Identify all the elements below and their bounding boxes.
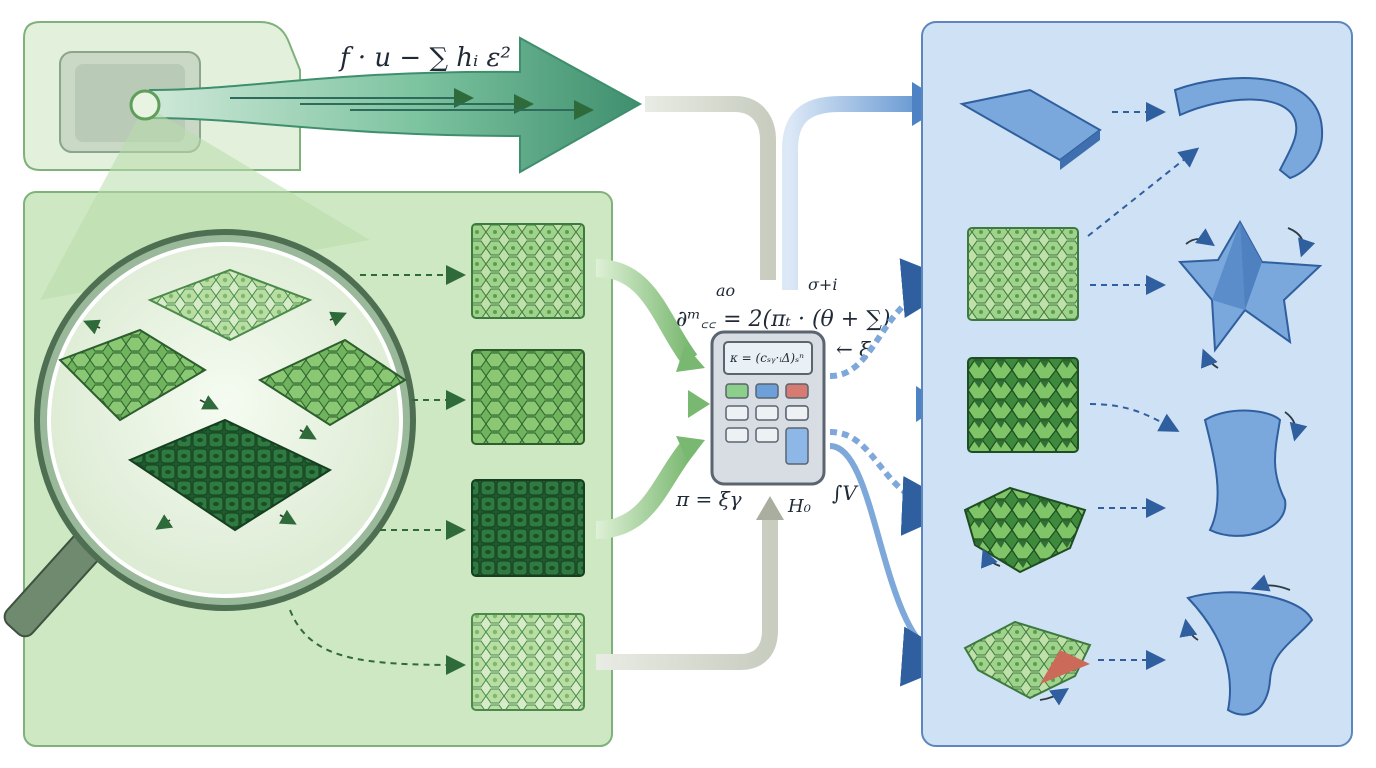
hub-label-integral: ∫V	[832, 481, 859, 505]
twisted-tube-shape	[1203, 409, 1287, 537]
hub-label-h0: H₀	[787, 496, 811, 517]
calculator-key	[785, 427, 809, 465]
tissue-tile-medium	[471, 349, 585, 445]
tile-flows	[595, 259, 784, 670]
hub-label-ao: ao	[716, 281, 735, 300]
calculator-key	[785, 405, 809, 421]
calculator-key	[755, 427, 779, 443]
computation-hub: κ = (cₛᵧ·ᵢΔ)ₛⁿ	[710, 330, 826, 486]
hub-label-pi: π = ξγ	[675, 487, 742, 511]
calculator-keypad	[725, 383, 809, 465]
magnifier-lens	[3, 229, 416, 638]
lens-patch-dark	[127, 418, 333, 532]
strain-energy-arrow: f · u − ∑ hᵢ ε²	[149, 36, 643, 174]
calculator-screen-text: κ = (cₛᵧ·ᵢΔ)ₛⁿ	[729, 351, 804, 365]
calculator-key	[725, 383, 749, 399]
lens-patch-mid-left	[58, 328, 207, 422]
tissue-tile-light	[471, 223, 585, 319]
hub-equation: ∂ᵐ꜀꜀ = 2(πₜ · (θ + ∑)	[676, 307, 891, 332]
output-tile-mixed	[967, 357, 1079, 453]
hub-label-sigma: σ+i	[808, 275, 837, 294]
tissue-tile-pale	[471, 613, 585, 711]
output-checker-patch	[963, 620, 1092, 700]
lens-patch-mid-right	[257, 338, 407, 427]
lens-patch-pale	[147, 268, 313, 342]
strain-energy-equation: f · u − ∑ hᵢ ε²	[338, 43, 511, 73]
blue-pipe-top	[782, 96, 915, 290]
sample-arrows	[289, 265, 466, 675]
output-tile-light	[967, 227, 1079, 321]
rotation-arrows	[980, 227, 1316, 706]
calculator-key	[785, 383, 809, 399]
curled-band-shape	[1173, 77, 1324, 180]
flared-funnel-shape	[1186, 591, 1314, 716]
calculator-screen	[723, 341, 813, 375]
focus-point-icon	[129, 89, 161, 121]
calculator-key	[755, 405, 779, 421]
calculator-key	[755, 383, 779, 399]
calculator-key	[725, 405, 749, 421]
tissue-tile-dark	[471, 479, 585, 577]
calculator-key	[725, 427, 749, 443]
gray-pipe	[645, 96, 776, 280]
